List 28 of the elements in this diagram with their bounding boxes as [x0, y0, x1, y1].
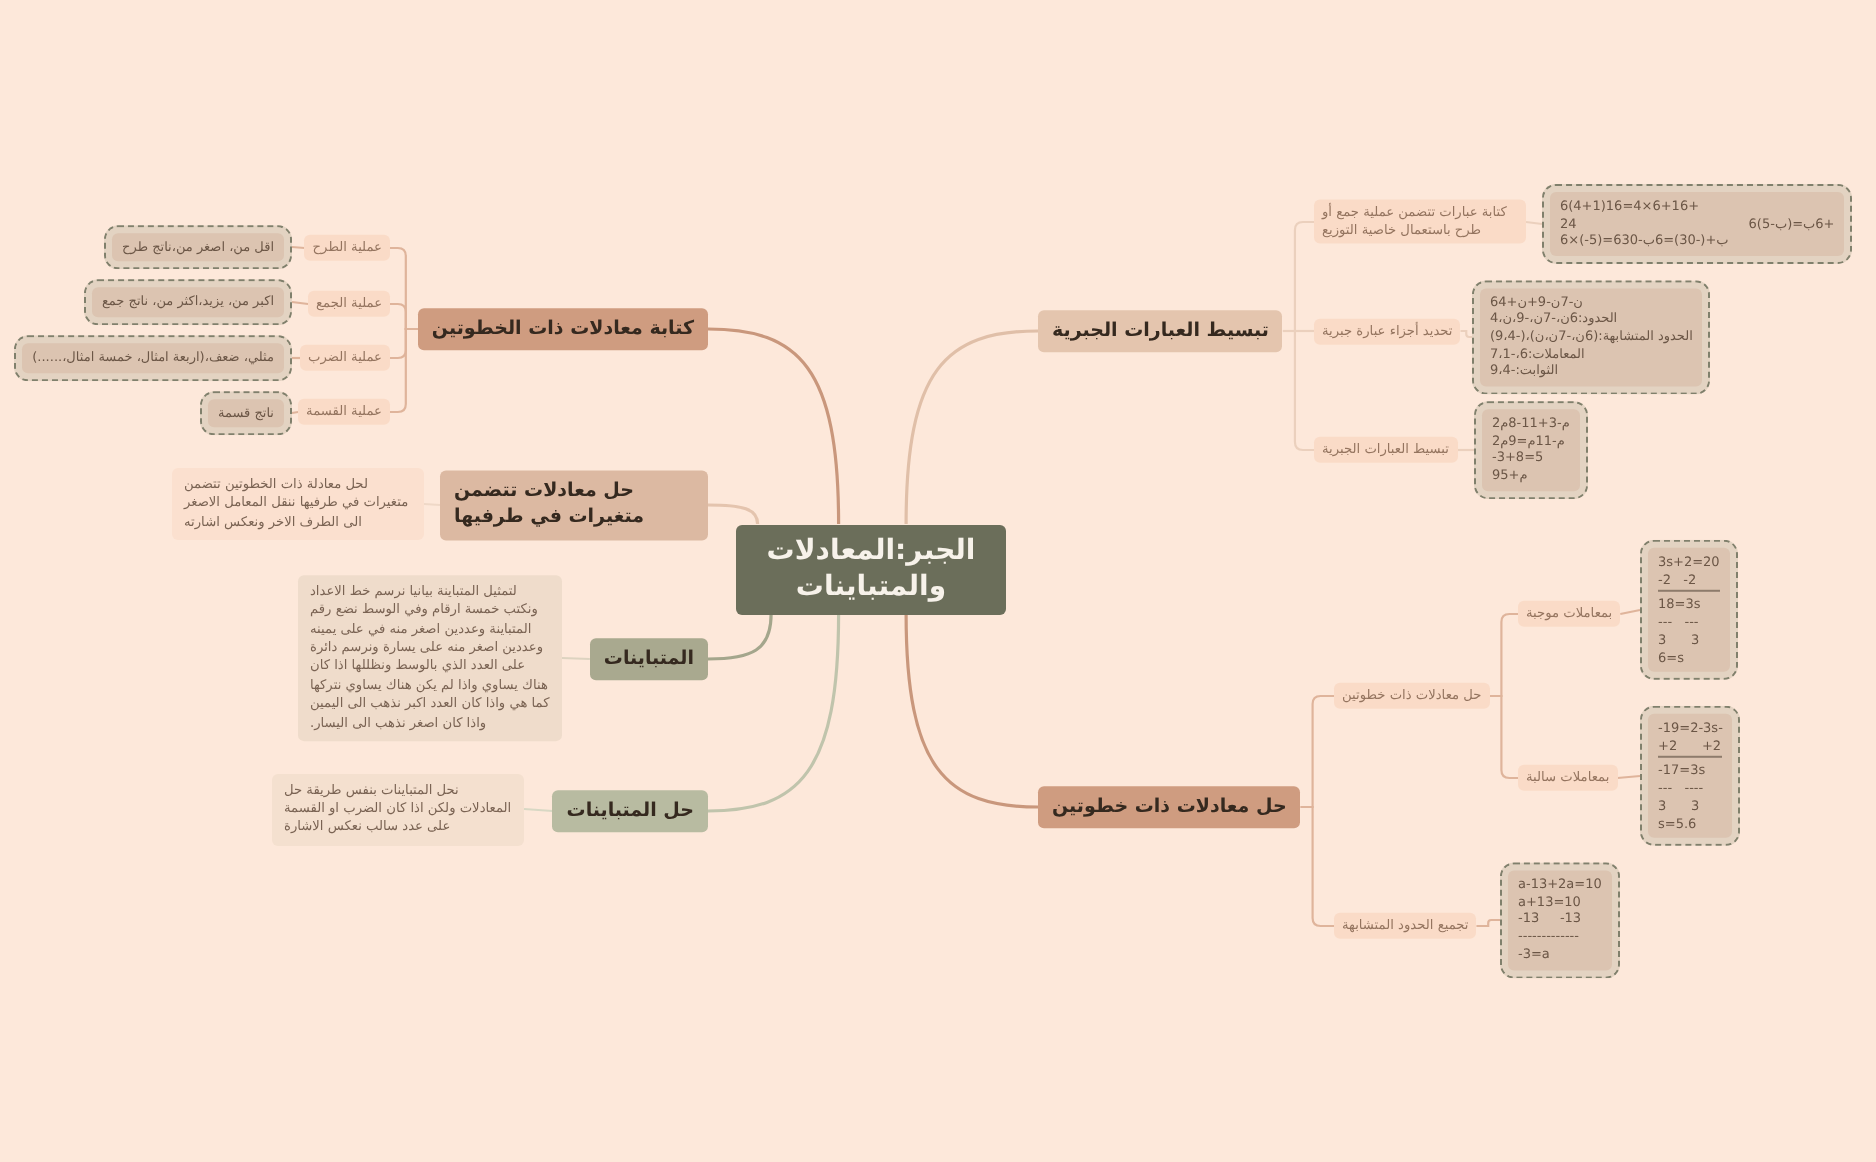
connector-line [1620, 608, 1641, 616]
topic-box: تبسيط العبارات الجبرية [1038, 309, 1283, 353]
connector-line [707, 327, 841, 525]
connector-line [1617, 774, 1641, 780]
connector-line [707, 613, 841, 813]
topic-box: حل معادلات تتضمن متغيرات في طرفيها [440, 469, 708, 541]
example-card [14, 335, 292, 381]
connector-line [904, 329, 1039, 525]
connector-line [904, 613, 1039, 809]
connector-line [523, 807, 553, 813]
example-card [83, 279, 292, 325]
topic-box: كتابة معادلات ذات الخطوتين [417, 307, 708, 351]
example-card [104, 224, 292, 270]
topic-box: حل المتباينات [552, 789, 708, 833]
connector-line [708, 503, 760, 525]
connector-line [1460, 329, 1472, 339]
connector-line [1476, 918, 1500, 928]
connector-line [291, 245, 305, 250]
connector-line [561, 656, 590, 661]
example-card [199, 390, 292, 436]
connector-line [707, 613, 773, 661]
connector-line [390, 327, 418, 414]
topic-box: المتباينات [589, 637, 708, 681]
connector-line [291, 410, 299, 415]
connector-line [291, 300, 309, 306]
central-topic: الجبر:المعادلات والمتباينات [736, 524, 1006, 614]
topic-box: حل معادلات ذات خطوتين [1038, 785, 1301, 829]
connector-line [1489, 694, 1518, 780]
